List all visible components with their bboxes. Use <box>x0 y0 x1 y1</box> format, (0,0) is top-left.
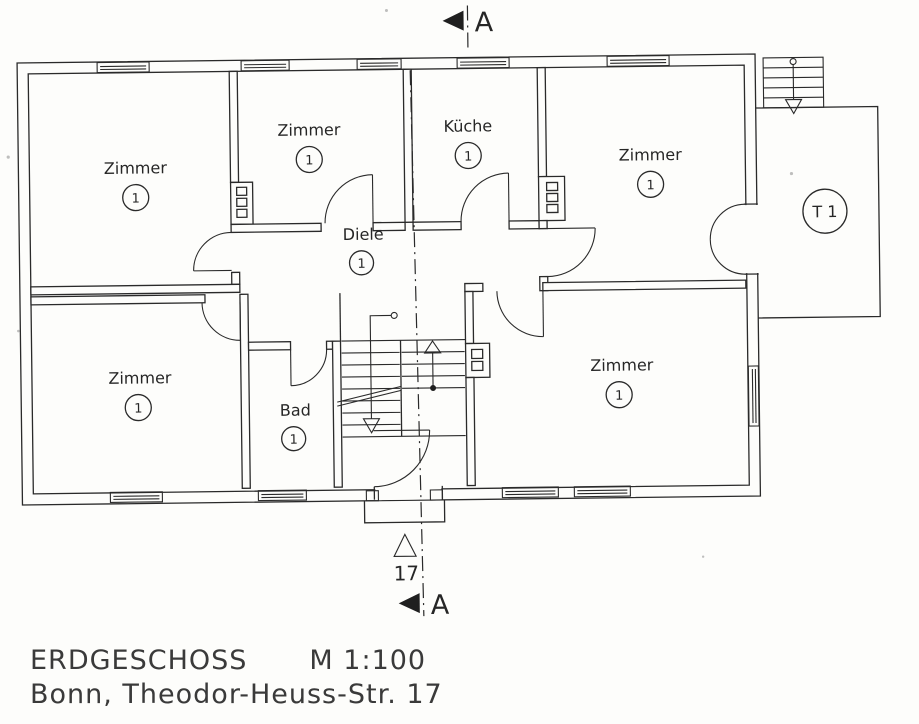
door-bad <box>290 349 328 387</box>
svg-text:1: 1 <box>289 433 297 448</box>
svg-text:1: 1 <box>464 149 472 164</box>
section-arrow-icon <box>442 10 464 31</box>
terrace-label-circle <box>802 188 848 234</box>
stairs-down-arrow <box>784 98 803 115</box>
floor-plan-svg: T 1 A A 17 Zimmer 1 <box>6 5 881 621</box>
svg-text:1: 1 <box>357 257 365 272</box>
french-door-terrace <box>709 203 746 275</box>
room-labels: Zimmer 1 Zimmer 1 Küche 1 Zimmer 1 Diele <box>104 116 683 452</box>
section-arrow-icon <box>398 593 420 614</box>
stair-up-arrow <box>423 339 442 391</box>
svg-text:Zimmer: Zimmer <box>619 145 683 165</box>
interior-walls <box>30 66 747 489</box>
stair-down-arrow <box>362 311 398 434</box>
caption: ERDGESCHOSS M 1:100 Bonn, Theodor-Heuss-S… <box>30 644 443 712</box>
entrance-porch <box>363 489 446 524</box>
room-label-zimmer-bottom-left: Zimmer 1 <box>108 368 172 422</box>
window <box>501 486 559 499</box>
outer-walls <box>16 53 762 506</box>
external-stairs <box>762 56 825 115</box>
plan-title: ERDGESCHOSS <box>30 645 248 676</box>
stair-break-line <box>337 385 402 407</box>
plan-address: Bonn, Theodor-Heuss-Str. 17 <box>30 678 443 710</box>
svg-text:Zimmer: Zimmer <box>277 120 341 140</box>
svg-text:Zimmer: Zimmer <box>590 355 654 375</box>
room-label-diele: Diele 1 <box>343 225 384 276</box>
door-zimmer-top-left <box>193 231 232 272</box>
room-label-zimmer-top-left: Zimmer 1 <box>104 158 168 212</box>
window <box>606 55 670 67</box>
outer-wall-openings <box>373 203 760 501</box>
floor-plan-drawing: T 1 A A 17 Zimmer 1 <box>6 5 881 621</box>
staircase <box>337 293 466 438</box>
svg-text:Bad: Bad <box>280 400 311 419</box>
section-line: A A <box>398 5 494 621</box>
section-marker-top: A <box>442 7 494 38</box>
svg-text:Zimmer: Zimmer <box>108 368 172 388</box>
door-zimmer-bottom-left <box>201 302 242 341</box>
window <box>96 61 150 74</box>
section-marker-bottom: A <box>398 590 450 621</box>
section-letter-bottom: A <box>431 590 450 621</box>
floor-plan-scan: T 1 A A 17 Zimmer 1 <box>6 5 881 621</box>
section-letter-top: A <box>474 7 493 38</box>
svg-text:1: 1 <box>132 192 140 207</box>
svg-text:Diele: Diele <box>343 225 384 244</box>
room-label-bad: Bad 1 <box>280 400 311 452</box>
door-zimmer-top-middle <box>324 174 374 224</box>
svg-text:1: 1 <box>134 402 142 417</box>
window <box>257 489 307 502</box>
door-zimmer-bottom-right <box>496 290 545 338</box>
room-label-kueche: Küche 1 <box>443 116 492 170</box>
room-label-zimmer-top-middle: Zimmer 1 <box>277 120 341 174</box>
terrace-label: T 1 <box>802 188 848 234</box>
svg-text:Küche: Küche <box>443 116 492 136</box>
caption-line-1: ERDGESCHOSS M 1:100 <box>30 644 443 678</box>
entrance-triangle-icon <box>393 533 418 558</box>
terrace-label-text: T 1 <box>811 202 837 221</box>
entrance-marker: 17 <box>393 533 419 585</box>
room-label-zimmer-top-right: Zimmer 1 <box>619 145 683 198</box>
plan-scale: M 1:100 <box>309 645 427 676</box>
house-number: 17 <box>393 561 419 585</box>
window <box>109 491 164 503</box>
windows <box>96 55 760 503</box>
svg-text:1: 1 <box>615 389 623 404</box>
room-label-zimmer-bottom-right: Zimmer 1 <box>590 355 654 409</box>
scan-speckles <box>6 9 794 558</box>
svg-text:1: 1 <box>305 153 313 168</box>
svg-text:Zimmer: Zimmer <box>104 158 168 178</box>
door-zimmer-top-right <box>547 227 596 278</box>
svg-text:1: 1 <box>646 178 654 193</box>
terrace: T 1 <box>755 56 881 319</box>
door-kueche <box>460 172 510 222</box>
door-entrance <box>373 429 431 488</box>
window <box>456 56 510 69</box>
window <box>240 59 290 72</box>
window <box>356 58 402 70</box>
window <box>573 485 631 498</box>
window <box>747 365 760 427</box>
